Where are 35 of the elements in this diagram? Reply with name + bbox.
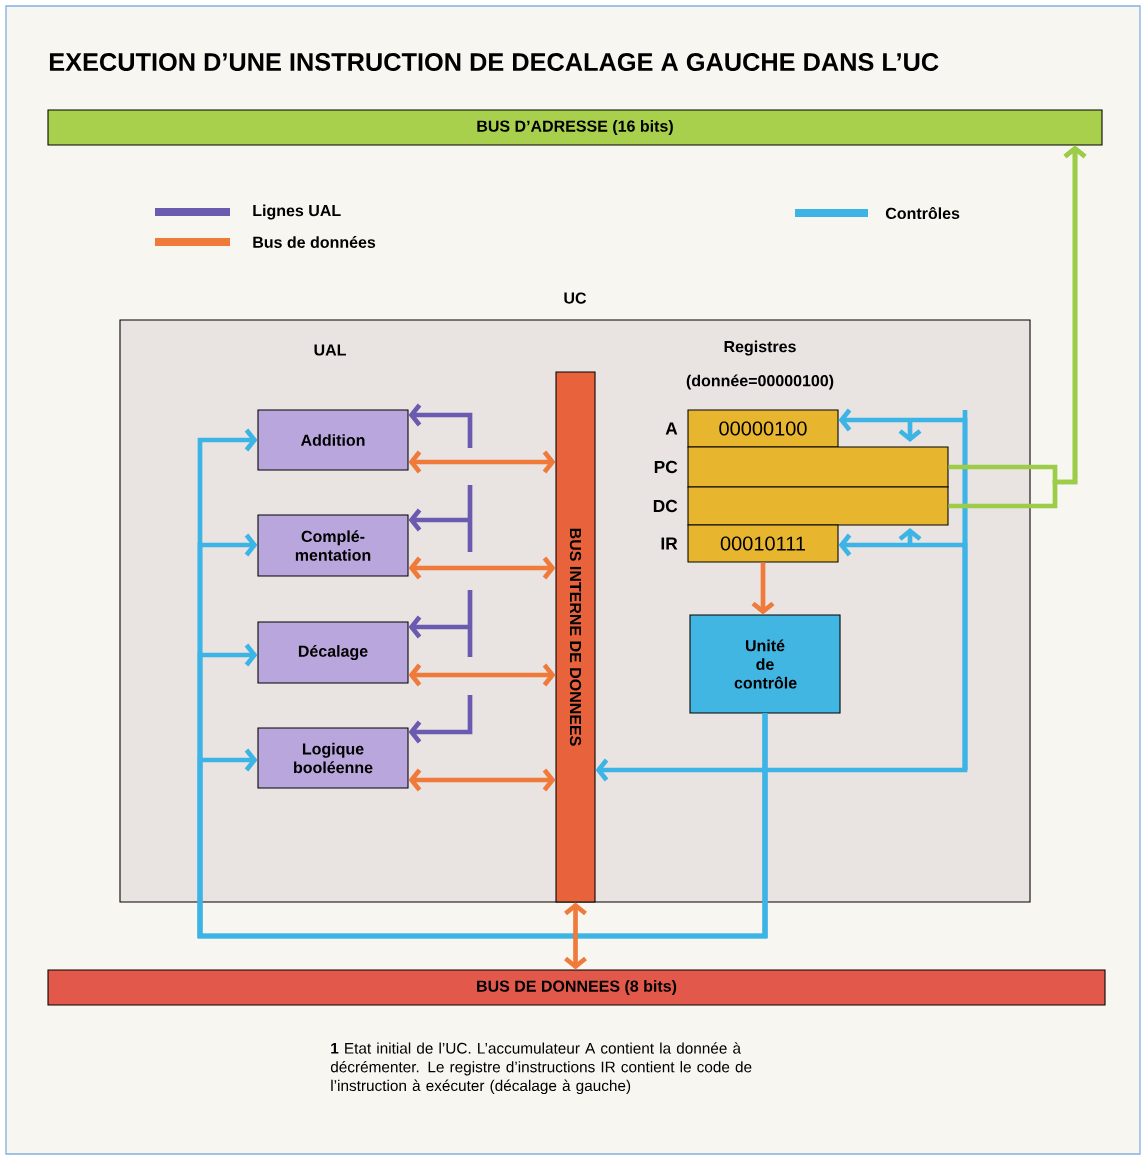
double-arrow [408, 768, 556, 792]
double-arrow [408, 556, 556, 580]
caption: 1 Etat initial de l’UC. L’accumulateur A contient la donnée à décrémenter. Le registre d’instructions IR contient le code de l’instruction à exécuter (décalage à gauche) [330, 1042, 752, 1095]
legend-label: Contrôles [885, 206, 960, 220]
title: EXECUTION D’UNE INSTRUCTION DE DECALAGE A GAUCHE DANS L’UC [49, 53, 939, 71]
arrow [408, 482, 473, 555]
legend-label: Lignes UAL [253, 204, 341, 220]
alu-box: Addition [257, 409, 409, 471]
double-arrow [408, 663, 556, 687]
alu-box: Complé- mentation [257, 514, 409, 577]
register-value-note: (donnée=00000100) [686, 374, 834, 390]
legend-label: Bus de données [253, 236, 376, 248]
alu-box: Logique booléenne [257, 727, 409, 789]
arrow [408, 587, 473, 660]
register-label: DC [653, 499, 678, 513]
register-label: PC [654, 460, 678, 474]
section-label: Registres [724, 340, 796, 356]
register-box: 00010111 [687, 524, 839, 563]
arrow [408, 403, 473, 448]
address-bus-band: BUS D’ADRESSE (16 bits) [47, 109, 1103, 146]
box-heading: UC [564, 292, 587, 304]
data-bus-band: BUS DE DONNEES (8 bits) [47, 969, 1106, 1006]
section-label: UAL [314, 344, 346, 356]
double-arrow [408, 450, 556, 474]
control-unit-box: Unité de contrôle [689, 614, 841, 714]
register-label: IR [661, 537, 678, 550]
arrow [197, 713, 768, 939]
register-label: A [665, 422, 678, 435]
arrow [751, 562, 775, 615]
arrow [595, 410, 968, 782]
alu-box: Décalage [257, 621, 409, 684]
bus-label: BUS INTERNE DE DONNEES [569, 528, 582, 746]
register-box: 00000100 [687, 409, 839, 448]
double-arrow [564, 902, 587, 970]
arrow [408, 695, 473, 744]
